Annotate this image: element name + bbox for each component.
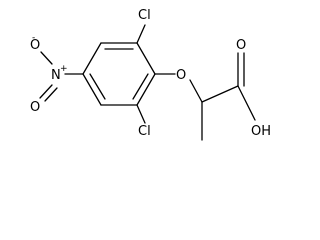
bond-to-cl-top: [136, 24, 146, 44]
ring-bond-c4-c5: [82, 73, 102, 106]
bond-ch-to-carboxyl-c: [201, 85, 239, 103]
charge-nitro-oxygen-top: -: [32, 33, 35, 43]
bond-n-to-o-bottom-2: [44, 87, 58, 102]
bond-c-to-hydroxyl: [237, 85, 256, 121]
atom-label-hydroxyl: OH: [251, 124, 271, 139]
atom-label-cl-top: Cl: [138, 8, 151, 23]
chemical-structure: Cl Cl O - N + O O O OH: [30, 8, 271, 141]
atom-label-nitro-oxygen-top: O: [30, 38, 40, 53]
bond-to-cl-bottom: [136, 104, 146, 124]
ring-bond-c6-c1: [136, 73, 156, 106]
bond-n-to-o-bottom-1: [39, 84, 53, 99]
ring-bond-c4-c5-inner: [89, 73, 106, 100]
atom-label-nitro-oxygen-bottom: O: [30, 100, 40, 115]
ring-bond-c1-c2: [136, 42, 156, 75]
benzene-ring: [82, 42, 156, 106]
ring-bond-c3-c4: [82, 42, 102, 75]
atom-label-ether-oxygen: O: [176, 68, 186, 83]
bond-ether-o-to-ch: [189, 79, 203, 103]
charge-nitro-nitrogen: +: [60, 64, 68, 74]
bond-n-to-o-top: [40, 51, 53, 65]
atom-label-carbonyl-oxygen: O: [236, 38, 246, 53]
ring-bond-c6-c1-inner: [132, 73, 149, 100]
atom-label-cl-bottom: Cl: [138, 124, 151, 139]
atom-label-nitro-nitrogen: N: [51, 68, 61, 83]
